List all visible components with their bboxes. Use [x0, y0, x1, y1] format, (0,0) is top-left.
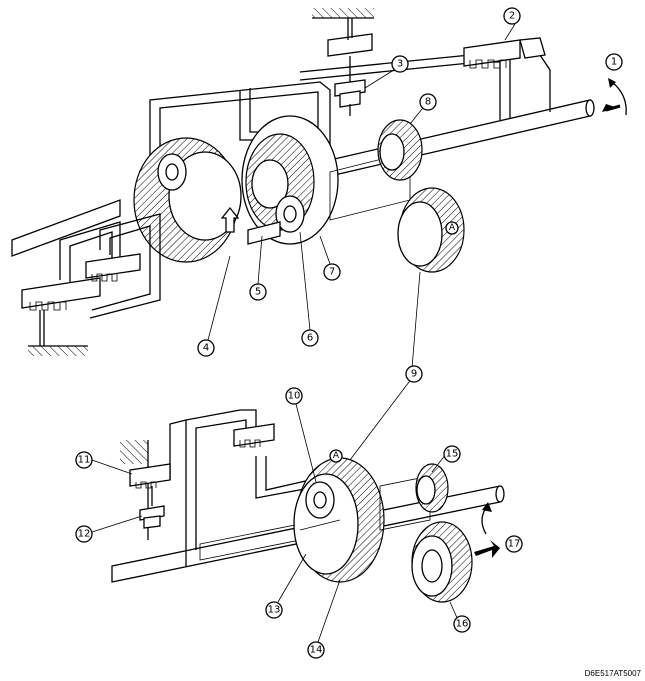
- flow-arrow: [220, 206, 240, 233]
- svg-text:12: 12: [78, 529, 91, 540]
- svg-text:5: 5: [255, 287, 261, 298]
- servo-2-body: [463, 39, 521, 67]
- ground-hatch-top: [312, 8, 374, 18]
- svg-text:15: 15: [446, 449, 459, 460]
- svg-text:3: 3: [397, 59, 403, 70]
- callout-5: 5: [249, 283, 267, 301]
- svg-text:6: 6: [307, 333, 313, 344]
- callout-4: 4: [197, 339, 215, 357]
- callout-8: 8: [419, 93, 437, 111]
- svg-text:4: 4: [203, 343, 209, 354]
- callout-6: 6: [301, 329, 319, 347]
- callout-13: 13: [265, 601, 283, 619]
- callout-16: 16: [453, 615, 471, 633]
- upper-assembly: [11, 8, 627, 356]
- rotation-arrow-17: [481, 507, 487, 535]
- svg-text:16: 16: [456, 619, 469, 630]
- ground-hatch-lower: [120, 440, 148, 464]
- figure-code: D6E517AT5007: [585, 669, 642, 678]
- callout-2: 2: [503, 7, 521, 25]
- hydraulic-pipe-left: [59, 221, 121, 280]
- svg-text:10: 10: [288, 391, 301, 402]
- hydraulic-pipe-upper: [149, 81, 331, 160]
- servo-lower-body: [233, 423, 275, 447]
- ground-hatch-bottom: [28, 346, 88, 356]
- gear-a-label-upper: A: [449, 223, 456, 233]
- callout-17: 17: [505, 535, 523, 553]
- callout-12: 12: [75, 525, 93, 543]
- callout-3: 3: [391, 55, 409, 73]
- svg-text:8: 8: [425, 97, 431, 108]
- callout-7: 7: [323, 263, 341, 281]
- connector-5: [247, 221, 281, 245]
- svg-text:7: 7: [329, 267, 335, 278]
- svg-text:9: 9: [411, 369, 417, 380]
- callout-11: 11: [75, 451, 93, 469]
- callout-leaders-lower: [91, 403, 459, 643]
- callout-14: 14: [307, 641, 325, 659]
- svg-text:13: 13: [268, 605, 281, 616]
- svg-text:17: 17: [508, 539, 521, 550]
- svg-text:14: 14: [310, 645, 323, 656]
- hydraulic-pipe-lower: [185, 409, 257, 548]
- svg-text:1: 1: [611, 57, 617, 68]
- servo-left-body: [21, 277, 101, 309]
- callout-10: 10: [285, 387, 303, 405]
- callout-1: 1: [605, 53, 623, 71]
- brake-11: [129, 463, 171, 487]
- brake-servo-3: [327, 33, 373, 57]
- gear-a-label-lower: A: [333, 451, 340, 461]
- input-shaft-left: [11, 199, 121, 257]
- callout-15: 15: [443, 445, 461, 463]
- callout-leaders-upper: [207, 23, 516, 461]
- lower-assembly: [111, 409, 505, 603]
- rotation-arrow-1: [611, 81, 627, 116]
- callouts: 1 2 3 4 5 6 7 8 9 10 11 12 13 14 15 16 1…: [75, 7, 623, 659]
- output-arrow: [474, 540, 500, 558]
- callout-9: 9: [405, 365, 423, 383]
- svg-text:2: 2: [509, 11, 515, 22]
- svg-text:11: 11: [78, 455, 91, 466]
- input-shaft-right: [329, 99, 591, 177]
